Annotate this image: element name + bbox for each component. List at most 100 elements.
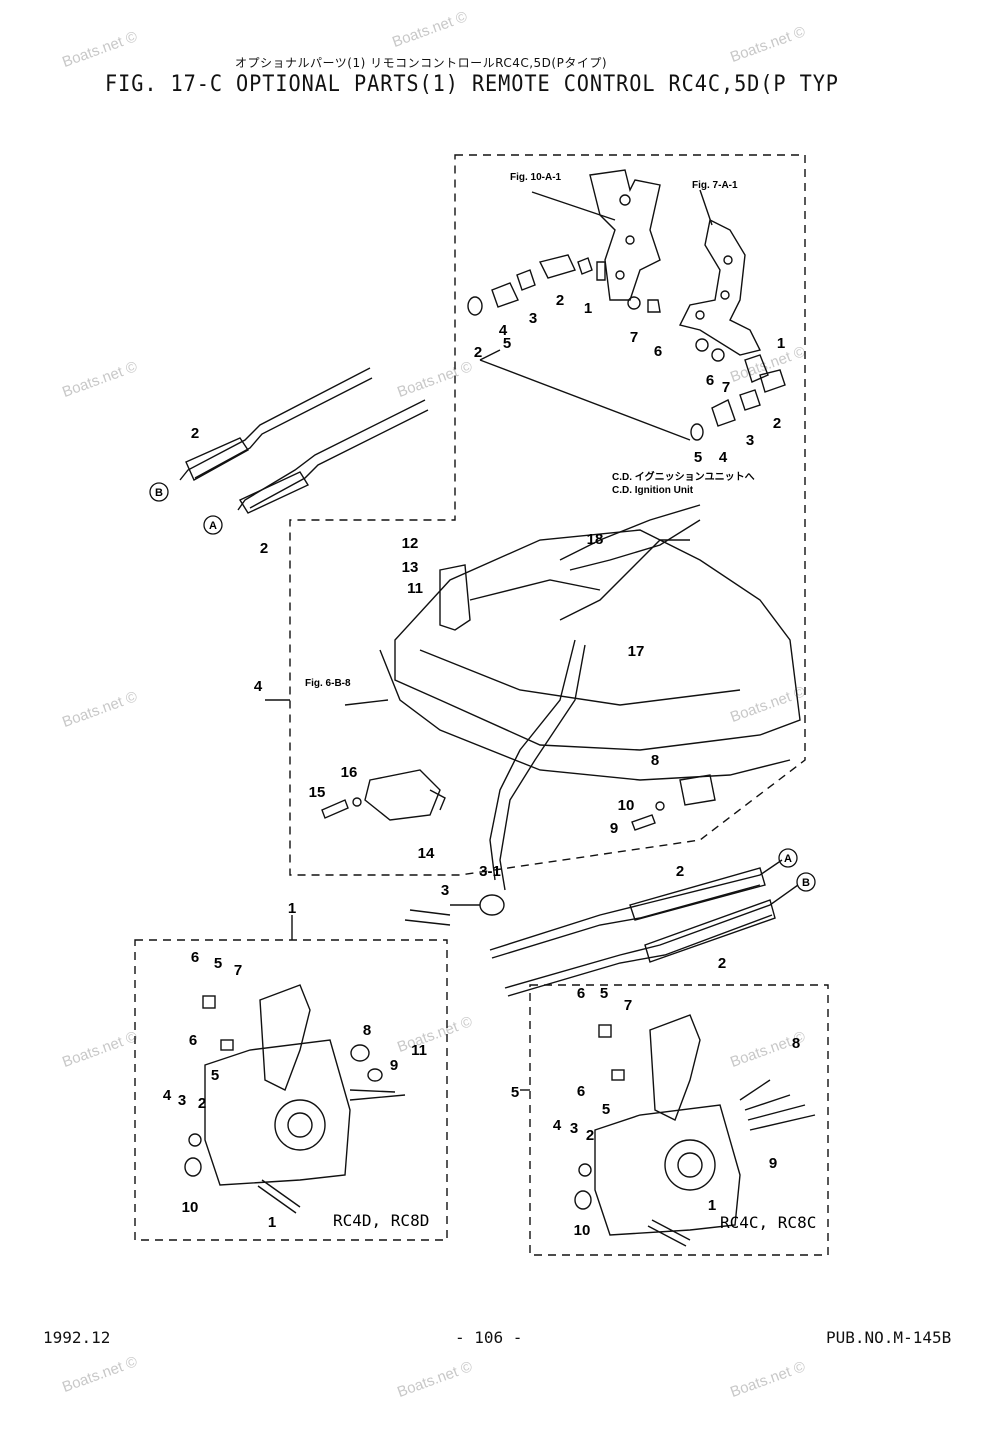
callout: 5: [602, 1101, 610, 1118]
cable-a: [237, 399, 426, 511]
callout: 1: [777, 335, 785, 352]
ref-cdi-jp: C.D. イグニッションユニットへ: [612, 470, 755, 483]
model-label-left: RC4D, RC8D: [333, 1211, 429, 1230]
callout: 15: [309, 784, 326, 801]
callout: 9: [390, 1057, 398, 1074]
callout: 3-1: [479, 863, 501, 880]
callout: 8: [792, 1035, 800, 1052]
callout: 16: [341, 764, 358, 781]
callout: 4: [254, 678, 263, 695]
callout: 1: [584, 300, 592, 317]
left-control-hub: [274, 1099, 326, 1151]
callout: 18: [587, 531, 604, 548]
callout: 2: [773, 415, 781, 432]
plate: [364, 769, 441, 821]
callout: 4: [163, 1087, 172, 1104]
title-japanese: オプショナルパーツ(1) リモコンコントロールRC4C,5D(Pタイプ): [235, 56, 607, 70]
callout: 4: [553, 1117, 562, 1134]
callout: 10: [182, 1199, 199, 1216]
ref-fig-10a1: Fig. 10-A-1: [510, 172, 562, 183]
callout: 9: [610, 820, 618, 837]
engine-assembly-boundary: [289, 154, 806, 876]
callout: 5: [511, 1084, 519, 1101]
engine-bracket: [439, 564, 471, 631]
callout: 1: [288, 900, 296, 917]
right-control-body: [594, 1104, 741, 1236]
cable-a-right: [489, 859, 783, 951]
callout: 11: [411, 1042, 427, 1059]
callout: 8: [651, 752, 659, 769]
ref-cdi-en: C.D. Ignition Unit: [612, 485, 694, 496]
callout: 9: [769, 1155, 777, 1172]
callout: 6: [654, 343, 662, 360]
callout: 3: [746, 432, 754, 449]
throttle-bracket: [589, 169, 661, 301]
callout: 3: [178, 1092, 186, 1109]
right-control-lever: [649, 1014, 701, 1121]
callout: 2: [260, 540, 268, 557]
grommet: [479, 894, 505, 916]
ref-fig-6b8: Fig. 6-B-8: [305, 678, 351, 689]
callout: 5: [600, 985, 608, 1002]
callout: 14: [418, 845, 435, 862]
figure-title: FIG. 17-C OPTIONAL PARTS(1) REMOTE CONTR…: [105, 72, 839, 97]
callout: 7: [624, 997, 632, 1014]
callout: 6: [577, 1083, 585, 1100]
footer-date: 1992.12: [43, 1328, 111, 1347]
callout: 2: [191, 425, 199, 442]
model-label-right: RC4C, RC8C: [720, 1213, 816, 1232]
callout: 4: [719, 449, 728, 466]
left-control-body: [204, 1039, 351, 1186]
callout: 2: [556, 292, 564, 309]
ref-letter: B: [155, 487, 163, 499]
callout: 1: [268, 1214, 276, 1231]
ref-circle-b: [796, 872, 816, 892]
callout: 6: [706, 372, 714, 389]
engine-lower-cowl: [394, 529, 801, 751]
callout: 11: [407, 580, 423, 597]
ref-letter: A: [209, 520, 217, 532]
publication-number: PUB.NO.M-145B: [826, 1328, 952, 1347]
ref-fig-7a1: Fig. 7-A-1: [692, 180, 738, 191]
callout: 8: [363, 1022, 371, 1039]
callout: 1: [708, 1197, 716, 1214]
right-control-hub: [664, 1139, 716, 1191]
cable-b: [179, 367, 371, 481]
callout: 5: [211, 1067, 219, 1084]
ref-circle-a: [778, 848, 798, 868]
cable-b-right: [504, 884, 799, 989]
callout: 2: [474, 344, 482, 361]
callout: 5: [214, 955, 222, 972]
callout: 3: [529, 310, 537, 327]
page-number: - 106 -: [455, 1328, 523, 1347]
spring: [491, 282, 519, 308]
callout: 4: [499, 322, 508, 339]
ref-letter: B: [802, 877, 810, 889]
right-control-box-boundary: [529, 984, 829, 1256]
callout: 2: [676, 863, 684, 880]
callout: 2: [198, 1095, 206, 1112]
callout: 7: [234, 962, 242, 979]
callout: 17: [628, 643, 645, 660]
callout: 10: [574, 1222, 591, 1239]
callout: 3: [570, 1120, 578, 1137]
callout: 12: [402, 535, 419, 552]
callout: 6: [577, 985, 585, 1002]
spring: [711, 399, 736, 427]
ref-circle-a: [203, 515, 223, 535]
callout: 13: [402, 559, 419, 576]
callout: 3: [441, 882, 449, 899]
left-control-box-boundary: [134, 939, 448, 1241]
cable-end: [538, 254, 576, 279]
callout: 7: [630, 329, 638, 346]
callout: 5: [503, 335, 511, 352]
left-control-lever: [259, 984, 311, 1091]
shift-bracket: [678, 218, 762, 356]
callout: 6: [189, 1032, 197, 1049]
harness-cable: [489, 639, 576, 881]
callout: 2: [718, 955, 726, 972]
ref-letter: A: [784, 853, 792, 865]
callout: 5: [694, 449, 702, 466]
ref-circle-b: [149, 482, 169, 502]
